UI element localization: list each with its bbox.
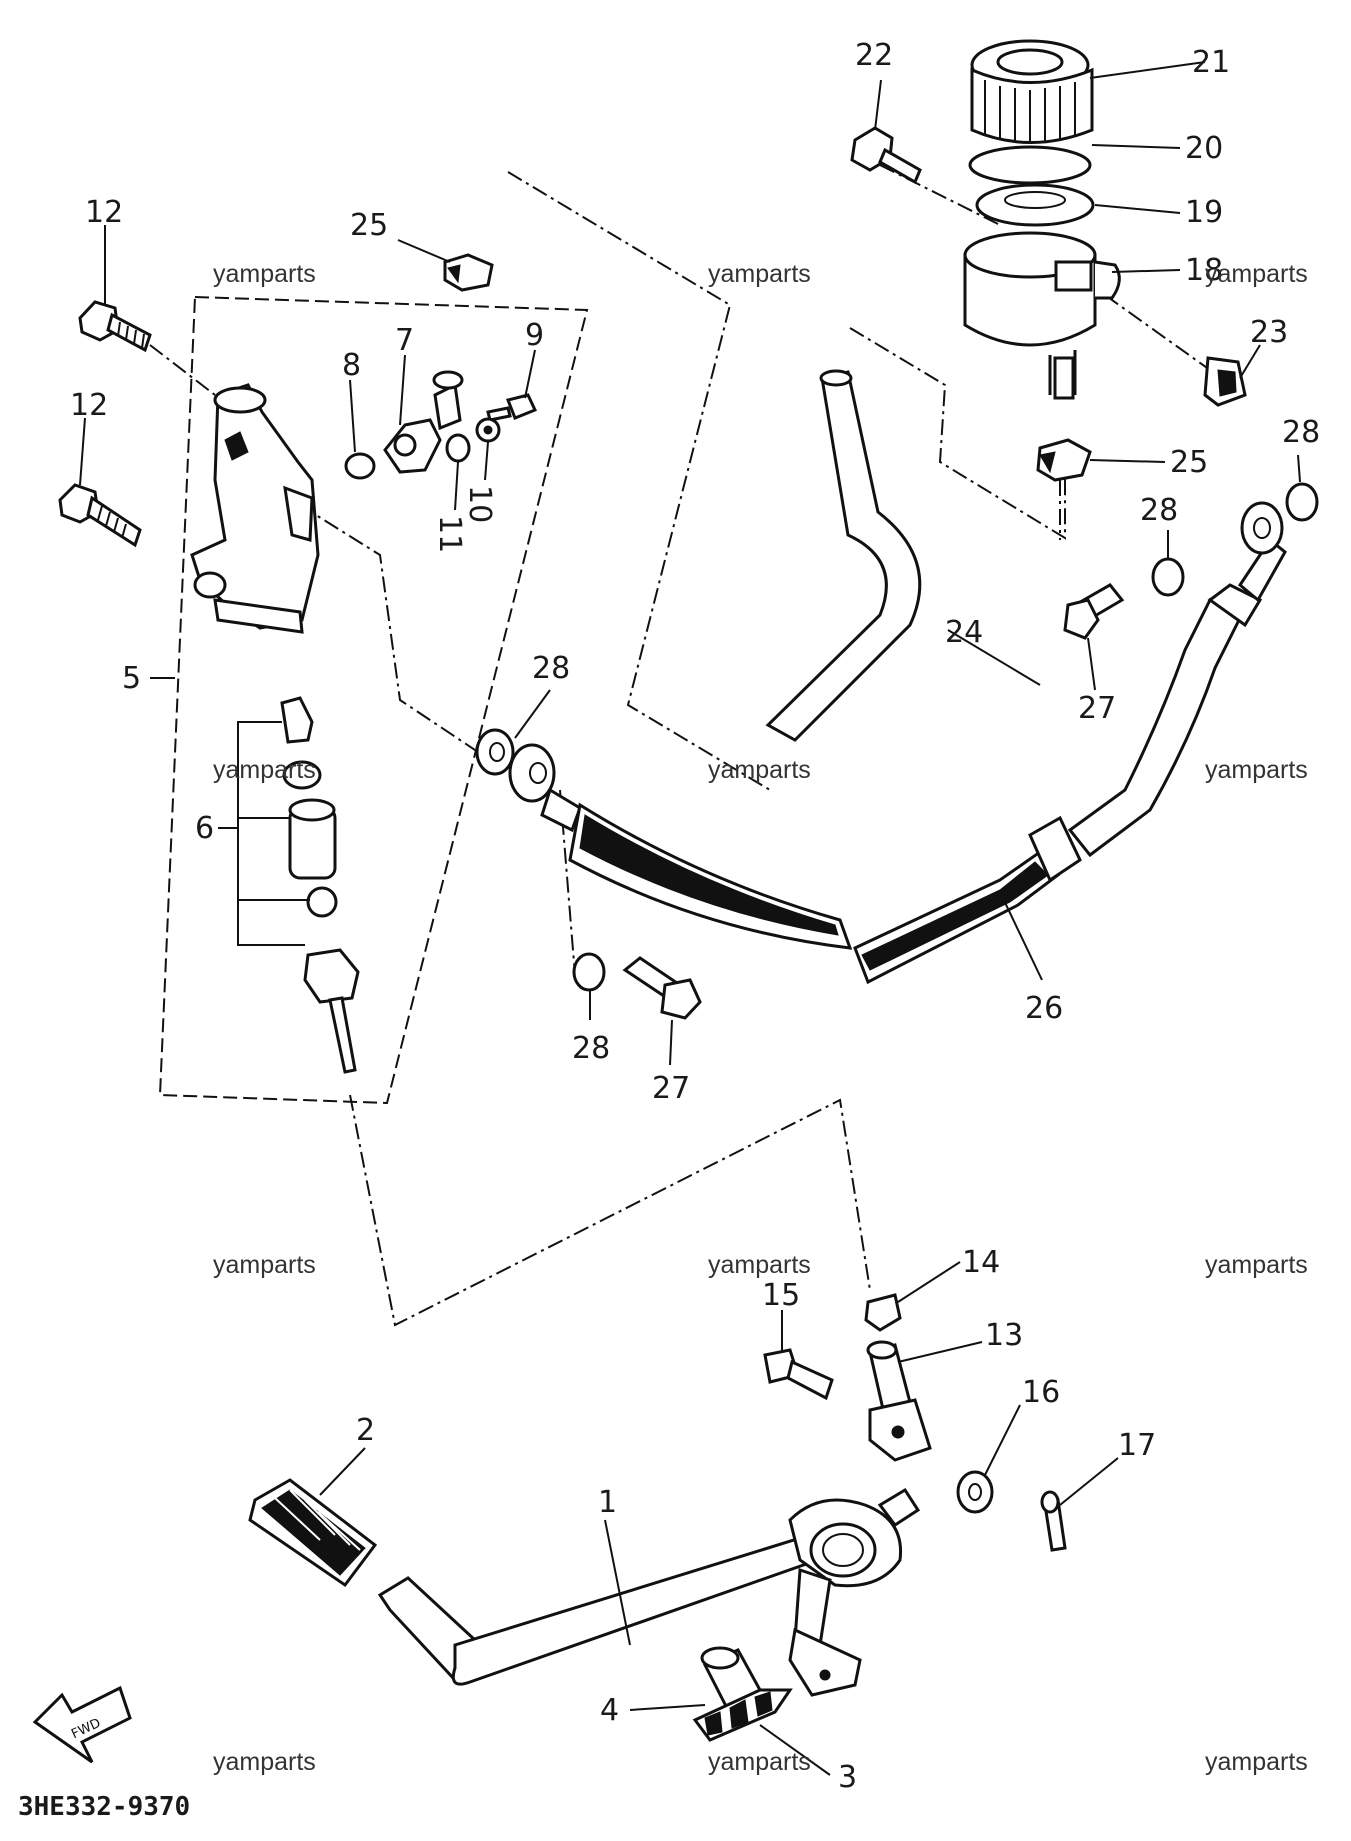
callout-21: 21: [1192, 45, 1230, 80]
washer-28-d: [1285, 482, 1319, 522]
diaphragm-plate-20: [968, 145, 1092, 185]
watermark: yamparts: [213, 260, 316, 288]
callout-5: 5: [122, 661, 141, 696]
callout-6: 6: [195, 811, 214, 846]
callout-23: 23: [1250, 315, 1288, 350]
callout-28-lower: 28: [572, 1031, 610, 1066]
leader-lines: [79, 61, 1301, 1776]
watermark: yamparts: [213, 756, 316, 784]
callout-24: 24: [945, 615, 983, 650]
callout-3: 3: [838, 1760, 857, 1795]
reservoir-hose-24: [765, 369, 922, 742]
callout-22: 22: [855, 38, 893, 73]
nut-14: [864, 1293, 902, 1332]
spring-3: [692, 1688, 793, 1742]
callout-17: 17: [1118, 1428, 1156, 1463]
callout-19: 19: [1185, 195, 1223, 230]
bolt-27-lower: [622, 956, 702, 1020]
washer-11: [445, 433, 471, 463]
watermark: yamparts: [213, 1748, 316, 1776]
routing-line-reservoir-to-cylinder: [507, 171, 771, 791]
callout-27-upper: 27: [1078, 691, 1116, 726]
hose-clip-25-top: [443, 253, 494, 292]
callout-4: 4: [600, 1693, 619, 1728]
hose-clip-25-right: [1036, 438, 1092, 482]
callout-10: 10: [462, 485, 497, 523]
piston-kit-6: [280, 696, 360, 1074]
clevis-13: [866, 1340, 932, 1462]
watermark: yamparts: [1205, 1748, 1308, 1776]
cotter-pin-17: [1040, 1490, 1067, 1552]
callout-15: 15: [762, 1278, 800, 1313]
master-cylinder-body: [190, 383, 320, 634]
diaphragm-19: [975, 183, 1095, 227]
o-ring-8: [344, 452, 376, 480]
callout-12-upper: 12: [85, 195, 123, 230]
reservoir-cap-21: [970, 39, 1094, 144]
callout-9: 9: [525, 318, 544, 353]
brake-hose-26: [508, 501, 1287, 985]
bolt-12-lower: [58, 483, 142, 548]
washer-28-b: [572, 952, 606, 992]
routing-line-reservoir-hose: [849, 327, 1066, 540]
washer-28-a: [475, 728, 515, 776]
routing-line-bolt-12: [149, 344, 216, 396]
hose-union-7: [383, 370, 464, 474]
callout-13: 13: [985, 1318, 1023, 1353]
bolt-27-upper: [1063, 583, 1125, 640]
callout-18: 18: [1185, 253, 1223, 288]
callout-16: 16: [1022, 1375, 1060, 1410]
watermark: yamparts: [708, 1251, 811, 1279]
watermark: yamparts: [213, 1251, 316, 1279]
callout-1: 1: [598, 1485, 617, 1520]
callout-7: 7: [395, 323, 414, 358]
front-arrow-icon: FWD: [32, 1685, 132, 1764]
screw-9: [486, 393, 538, 422]
bolt-22: [850, 126, 922, 185]
watermark: yamparts: [1205, 1251, 1308, 1279]
washer-16: [956, 1470, 994, 1514]
callout-26: 26: [1025, 991, 1063, 1026]
callout-2: 2: [356, 1413, 375, 1448]
reservoir-tank-18: [963, 231, 1121, 400]
watermark: yamparts: [708, 1748, 811, 1776]
diagram-code: 3HE332-9370: [18, 1792, 190, 1822]
callout-8: 8: [342, 348, 361, 383]
routing-line-pushrod-to-clevis: [349, 1094, 871, 1327]
watermark: yamparts: [708, 260, 811, 288]
hose-clip-23: [1203, 356, 1247, 407]
watermark: yamparts: [708, 756, 811, 784]
callout-12-lower: 12: [70, 388, 108, 423]
brake-pedal-1: [377, 1487, 921, 1697]
callout-27-lower: 27: [652, 1071, 690, 1106]
watermark: yamparts: [1205, 756, 1308, 784]
callout-20: 20: [1185, 131, 1223, 166]
footrest-2: [248, 1478, 378, 1588]
callout-28-mid: 28: [1140, 493, 1178, 528]
callout-11: 11: [432, 515, 467, 553]
routing-line-clip-23: [1104, 294, 1211, 371]
watermark: yamparts: [1205, 260, 1308, 288]
callout-14: 14: [962, 1245, 1000, 1280]
pin-15: [763, 1348, 834, 1401]
callout-25-right: 25: [1170, 445, 1208, 480]
nut-10: [475, 417, 501, 443]
routing-line-cylinder-to-hose: [299, 504, 491, 761]
bolt-12-upper: [78, 300, 152, 353]
assembly-outline-5: [158, 295, 589, 1105]
washer-28-c: [1151, 557, 1185, 597]
callout-28-hose: 28: [532, 651, 570, 686]
callout-25-top: 25: [350, 208, 388, 243]
bracket-6: [237, 721, 310, 946]
callout-28-right: 28: [1282, 415, 1320, 450]
